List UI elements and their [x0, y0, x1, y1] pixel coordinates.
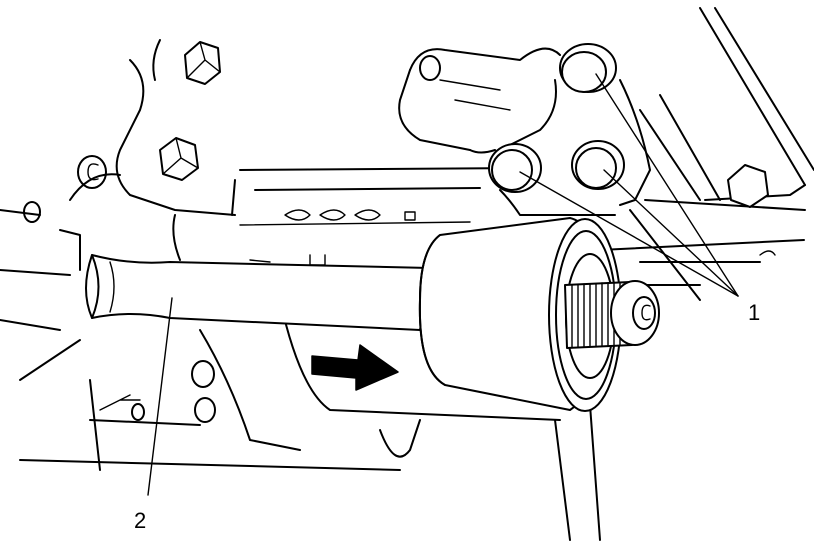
bolt-top-left	[184, 41, 221, 85]
small-boss	[23, 55, 441, 421]
special-tool-2	[85, 217, 660, 412]
leader-2	[147, 297, 173, 496]
housing-bolts	[23, 41, 769, 423]
direction-arrow-icon	[311, 344, 399, 391]
mounting-bolt-left	[488, 143, 542, 193]
mounting-bolt-top	[559, 43, 617, 93]
leader-lines	[147, 73, 739, 496]
callout-1-label: 1	[748, 300, 760, 325]
leader-1-top	[595, 73, 739, 297]
leader-1-left	[519, 171, 739, 297]
bolt-right	[727, 164, 769, 208]
mounting-bolts-1	[488, 43, 625, 193]
washer-lower	[191, 360, 216, 423]
leader-1-right	[603, 169, 739, 297]
engine-housing	[0, 7, 814, 541]
washer-left	[77, 155, 107, 189]
callout-2-label: 2	[134, 508, 146, 533]
bolt-left-middle	[159, 137, 199, 181]
